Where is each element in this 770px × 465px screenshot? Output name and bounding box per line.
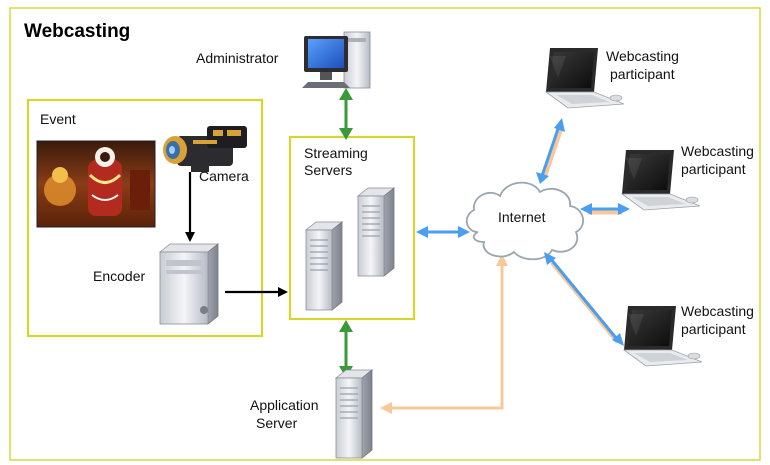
streaming-servers-box — [288, 135, 416, 321]
participant1-label-line2: participant — [610, 66, 675, 82]
arrow-internet-participant1 — [536, 118, 565, 184]
diagram-title: Webcasting — [24, 21, 130, 42]
camera-label: Camera — [199, 168, 249, 184]
cloud-icon — [465, 181, 584, 261]
administrator-label: Administrator — [196, 50, 279, 66]
encoder-label: Encoder — [93, 268, 145, 284]
server-icon — [305, 221, 343, 311]
event-label: Event — [40, 111, 76, 127]
arrow-internet-participant2 — [580, 203, 630, 215]
streaming-servers-label-line2: Servers — [304, 162, 352, 178]
arrow-admin-streaming — [339, 88, 353, 140]
camera-icon — [163, 126, 247, 172]
arrow-internet-participant3 — [544, 252, 624, 346]
participant2-label-line2: participant — [681, 161, 746, 177]
arrow-appserver-internet — [380, 254, 508, 414]
arrow-streaming-internet — [416, 226, 470, 238]
streaming-servers-label-line1: Streaming — [304, 145, 368, 161]
application-server-label-line1: Application — [250, 397, 319, 413]
monitor-pc-icon — [302, 31, 371, 89]
server-icon — [357, 187, 395, 277]
internet-label: Internet — [498, 209, 546, 225]
event-photo — [36, 140, 156, 228]
participant1-label-line1: Webcasting — [606, 48, 679, 64]
participant2-label-line1: Webcasting — [681, 143, 754, 159]
application-server-label-line2: Server — [256, 415, 298, 431]
participant3-label-line1: Webcasting — [681, 303, 754, 319]
event-box — [26, 98, 264, 338]
participant3-label-line2: participant — [681, 321, 746, 337]
server-icon — [335, 369, 373, 459]
encoder-icon — [158, 243, 220, 325]
